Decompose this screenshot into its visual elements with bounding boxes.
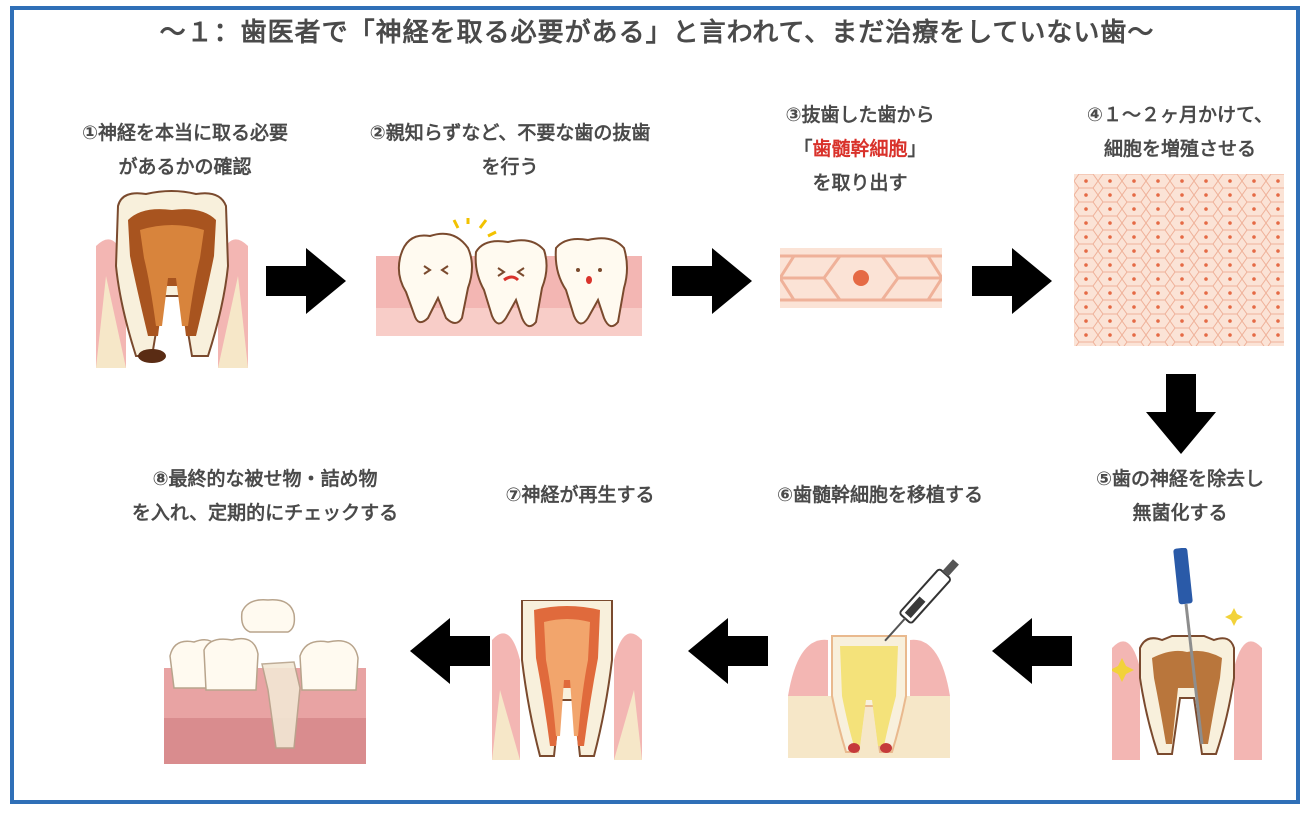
step-2-caption: ②親知らずなど、不要な歯の抜歯 を行う	[369, 122, 651, 178]
down-arrow-icon	[1146, 374, 1216, 454]
right-arrow-icon	[266, 248, 346, 314]
regenerated-nerve-tooth-icon	[492, 600, 642, 760]
step-3-caption: ③抜歯した歯から 「歯髄幹細胞」 を取り出す	[785, 104, 935, 194]
diagram-title: 〜１：歯医者で「神経を取る必要がある」と言われて、まだ治療をしていない歯〜	[159, 18, 1155, 48]
step-6-caption: ⑥歯髄幹細胞を移植する	[776, 484, 984, 506]
left-arrow-icon	[688, 618, 768, 684]
cell-culture-icon	[1074, 174, 1284, 346]
right-arrow-icon	[972, 248, 1052, 314]
crown-placement-icon	[164, 599, 366, 764]
step-1-caption: ①神経を本当に取る必要 があるかの確認	[81, 122, 289, 178]
stem-cell-icon	[780, 248, 942, 308]
highlight-stem-cell-term: 歯髄幹細胞	[812, 138, 908, 160]
step-5-caption: ⑤歯の神経を除去し 無菌化する	[1095, 468, 1265, 524]
wisdom-teeth-icon	[376, 218, 642, 336]
right-arrow-icon	[672, 248, 752, 314]
step-7-caption: ⑦神経が再生する	[505, 484, 655, 506]
root-canal-file-icon	[1112, 548, 1262, 760]
decayed-tooth-icon	[96, 190, 248, 368]
step-8-caption: ⑧最終的な被せ物・詰め物 を入れ、定期的にチェックする	[131, 468, 399, 524]
syringe-icon	[788, 559, 959, 758]
step-4-caption: ④１〜２ヶ月かけて、 細胞を増殖させる	[1086, 104, 1274, 160]
left-arrow-icon	[410, 618, 490, 684]
left-arrow-icon	[992, 618, 1072, 684]
diagram-frame	[10, 6, 1300, 804]
